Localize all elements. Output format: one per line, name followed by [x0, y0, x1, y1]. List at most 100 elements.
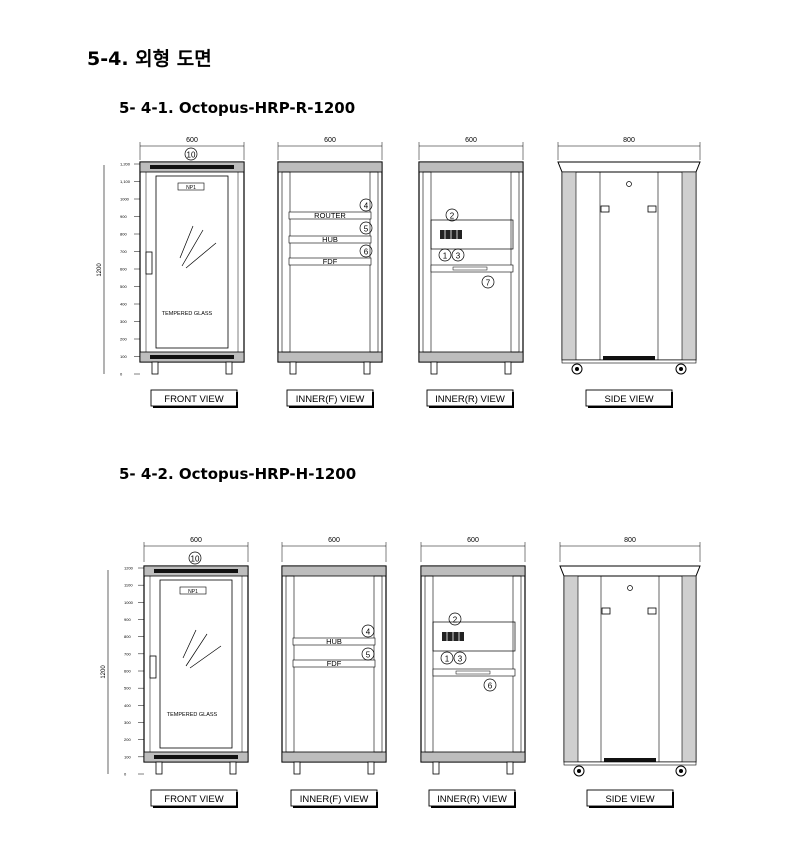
view-label: INNER(R) VIEW [437, 794, 507, 805]
view-label: FRONT VIEW [164, 794, 223, 805]
caster [229, 761, 237, 775]
width-dimension-label: 600 [328, 537, 340, 544]
scale-tick-label: 200 [120, 337, 127, 342]
callout: 5 [364, 225, 369, 234]
callout: 1 [445, 655, 450, 664]
width-dimension-label: 800 [624, 537, 636, 544]
equipment-label: HUB [326, 637, 342, 646]
glass-door [155, 175, 229, 349]
equipment-label: FDF [327, 659, 342, 668]
callout: 3 [458, 655, 463, 664]
equipment-fdf [292, 659, 376, 668]
glass-door [159, 579, 233, 749]
caster [504, 361, 512, 375]
scale-tick-label: 0 [124, 772, 127, 777]
view-label: FRONT VIEW [164, 394, 223, 405]
height-dimension-label: 1200 [101, 665, 107, 679]
caster [363, 361, 371, 375]
inner-front-view-h1200: 600 HUB FDF 4 5 INNER(F) VIEW [281, 537, 387, 808]
width-dimension-label: 600 [324, 137, 336, 144]
caster [225, 361, 233, 375]
scale-tick-label: 100 [120, 354, 127, 359]
view-label: SIDE VIEW [604, 394, 653, 405]
height-dimension-label: 1200 [97, 263, 103, 277]
scale-tick-label: 500 [124, 686, 131, 691]
view-label: INNER(R) VIEW [435, 394, 505, 405]
door-handle [145, 251, 153, 275]
scale-tick-label: 600 [124, 669, 131, 674]
front-view-r1200: 600 10 NP1 TEMPERED GLASS 1200 1,2001,10… [97, 137, 245, 408]
nameplate: NP1 [186, 185, 196, 191]
scale-tick-label: 1200 [124, 566, 134, 571]
scale-tick-label: 300 [120, 319, 127, 324]
scale-tick-label: 1,100 [120, 179, 131, 184]
scale-tick-label: 200 [124, 737, 131, 742]
caster [293, 761, 301, 775]
caster [289, 361, 297, 375]
equipment-hub [288, 235, 372, 244]
height-scale: 1,2001,100100090080070060050040030020010… [120, 162, 140, 377]
caster [506, 761, 514, 775]
scale-tick-label: 900 [120, 214, 127, 219]
view-label: INNER(F) VIEW [300, 794, 369, 805]
section-title-r1200: 5- 4-1. Octopus-HRP-R-1200 [119, 99, 356, 117]
width-dimension-label: 600 [467, 537, 479, 544]
callout: 4 [364, 202, 369, 211]
scale-tick-label: 1000 [120, 197, 130, 202]
front-view-h1200: 600 10 NP1 TEMPERED GLASS 1200 120011001… [101, 537, 249, 808]
scale-tick-label: 1,200 [120, 162, 131, 167]
caster [430, 361, 438, 375]
scale-tick-label: 1100 [124, 583, 133, 588]
width-dimension-label: 600 [186, 137, 198, 144]
inner-rear-view-r1200: 600 2 1 3 7 INNER(R) VIEW [418, 137, 524, 408]
glass-label: TEMPERED GLASS [167, 712, 218, 718]
power-strip [430, 264, 514, 273]
callout: 2 [453, 616, 458, 625]
callout: 6 [488, 682, 493, 691]
scale-tick-label: 400 [120, 302, 127, 307]
scale-tick-label: 800 [120, 232, 127, 237]
side-view-r1200: 800 SIDE VIEW [557, 137, 701, 408]
caster [432, 761, 440, 775]
width-dimension-label: 800 [623, 137, 635, 144]
callout: 5 [366, 651, 371, 660]
scale-tick-label: 500 [120, 284, 127, 289]
scale-tick-label: 700 [124, 651, 131, 656]
width-dimension-label: 600 [465, 137, 477, 144]
nameplate: NP1 [188, 589, 198, 595]
power-panel [430, 219, 514, 250]
view-label: SIDE VIEW [605, 794, 654, 805]
scale-tick-label: 300 [124, 720, 131, 725]
equipment-router [288, 211, 372, 220]
scale-tick-label: 900 [124, 617, 131, 622]
callout: 1 [443, 252, 448, 261]
side-view-h1200: 800 SIDE VIEW [559, 537, 701, 808]
equipment-hub [292, 637, 376, 646]
callout: 6 [364, 248, 369, 257]
power-strip [432, 668, 516, 677]
callout: 2 [450, 212, 455, 221]
door-handle [149, 655, 157, 679]
scale-tick-label: 600 [120, 267, 127, 272]
equipment-label: ROUTER [314, 211, 346, 220]
view-label: INNER(F) VIEW [296, 394, 365, 405]
scale-tick-label: 700 [120, 249, 127, 254]
equipment-fdf [288, 257, 372, 266]
scale-tick-label: 1000 [124, 600, 134, 605]
scale-tick-label: 400 [124, 703, 131, 708]
callout: 4 [366, 628, 371, 637]
page-heading: 5-4. 외형 도면 [87, 48, 212, 70]
section-title-h1200: 5- 4-2. Octopus-HRP-H-1200 [119, 465, 357, 483]
caster [155, 761, 163, 775]
scale-tick-label: 0 [120, 372, 123, 377]
inner-rear-view-h1200: 600 2 1 3 6 INNER(R) VIEW [420, 537, 526, 808]
callout: 3 [456, 252, 461, 261]
caster [367, 761, 375, 775]
scale-tick-label: 100 [124, 754, 131, 759]
equipment-label: FDF [323, 257, 338, 266]
callout-10: 10 [187, 151, 196, 160]
power-panel [432, 621, 516, 652]
equipment-label: HUB [322, 235, 338, 244]
